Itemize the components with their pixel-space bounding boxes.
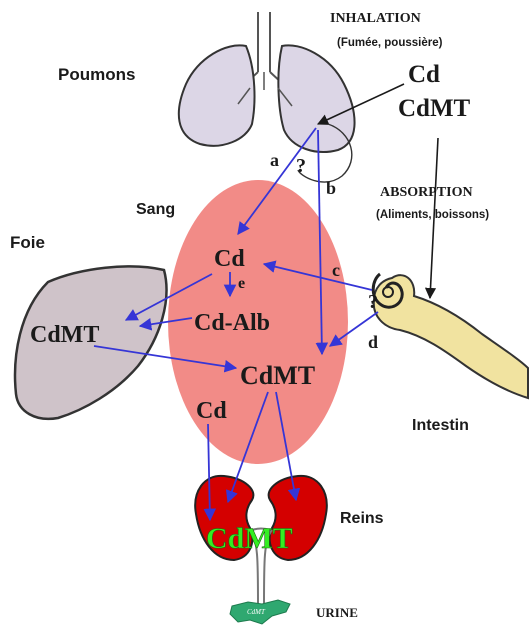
pathway-letter-a: a [270, 150, 279, 170]
blood-cd-alb: Cd-Alb [194, 310, 270, 336]
blood-cd-top: Cd [214, 246, 245, 272]
lung-question-mark: ? [296, 155, 306, 177]
liver-label: Foie [10, 233, 45, 252]
lungs [179, 12, 355, 152]
inhalation-label: INHALATION [330, 11, 421, 26]
pathway-letter-c: c [332, 260, 340, 280]
left-lung [179, 45, 255, 145]
intestine-label: Intestin [412, 417, 469, 434]
intestine [373, 274, 528, 398]
blood-label: Sang [136, 201, 175, 218]
blood-cdmt: CdMT [240, 361, 315, 390]
kidneys-label: Reins [340, 510, 384, 527]
kidney-cdmt: CdMT [206, 522, 293, 555]
absorption-sources-label: (Aliments, boissons) [376, 209, 489, 221]
pathway-letter-e: e [238, 275, 245, 292]
intestine-question-mark: ? [368, 291, 378, 313]
absorption-label: ABSORPTION [380, 185, 473, 200]
urine-label: URINE [316, 605, 358, 620]
lungs-label: Poumons [58, 65, 135, 84]
inhalation-sources-label: (Fumée, poussière) [337, 37, 443, 49]
blood-cd-bottom: Cd [196, 398, 227, 424]
urine-cdmt-label: CdMT [247, 608, 266, 616]
pathway-letter-b: b [326, 178, 336, 198]
liver-cdmt: CdMT [30, 322, 99, 348]
inhalation-cd-label: Cd [408, 61, 440, 88]
inhalation-cdmt-label: CdMT [398, 95, 471, 122]
right-lung [278, 45, 354, 152]
pathway-letter-d: d [368, 332, 378, 352]
